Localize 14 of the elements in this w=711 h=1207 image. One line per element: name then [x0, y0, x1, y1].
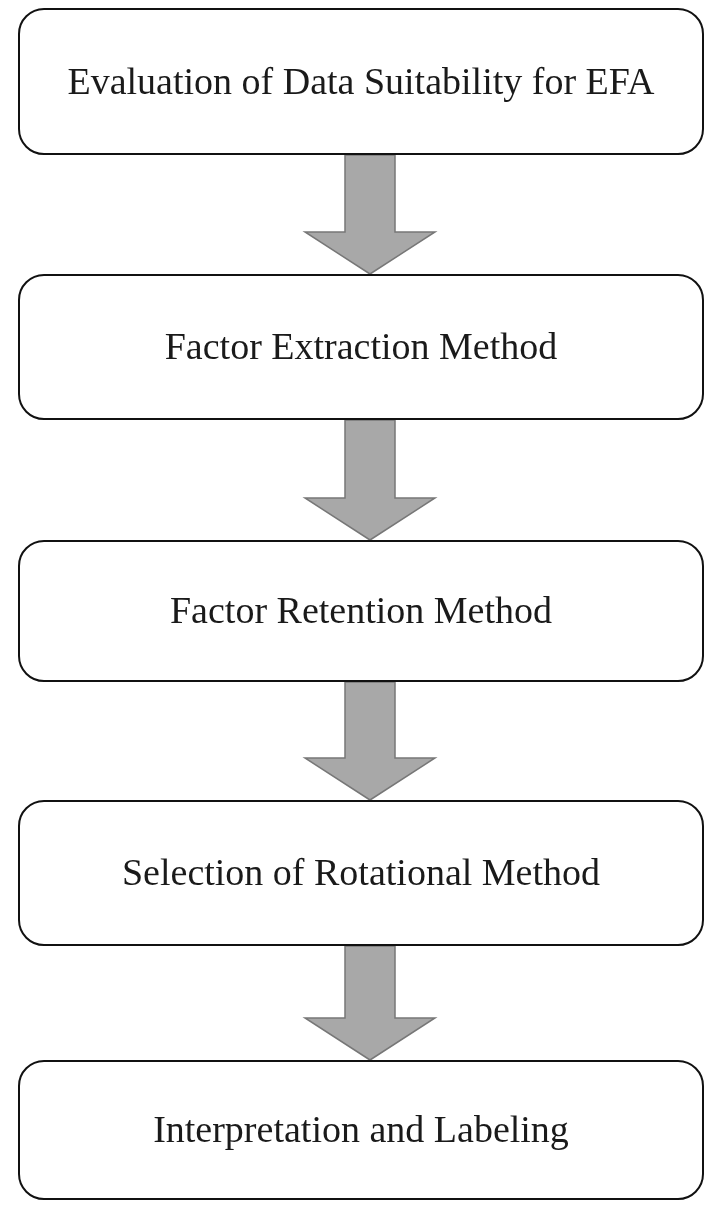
process-box	[18, 540, 704, 682]
box-label: Selection of Rotational Method	[121, 850, 601, 896]
block-arrow	[302, 419, 438, 541]
box-label: Evaluation of Data Suitability for EFA	[67, 58, 655, 104]
process-box	[18, 274, 704, 420]
block-arrow	[302, 681, 438, 801]
box-label: Factor Retention Method	[169, 588, 552, 634]
box-label: Interpretation and Labeling	[153, 1107, 569, 1153]
process-box	[18, 800, 704, 946]
block-arrow	[302, 154, 438, 275]
block-arrow	[302, 945, 438, 1061]
process-box	[18, 8, 704, 155]
box-label: Factor Extraction Method	[164, 324, 558, 370]
process-box	[18, 1060, 704, 1200]
